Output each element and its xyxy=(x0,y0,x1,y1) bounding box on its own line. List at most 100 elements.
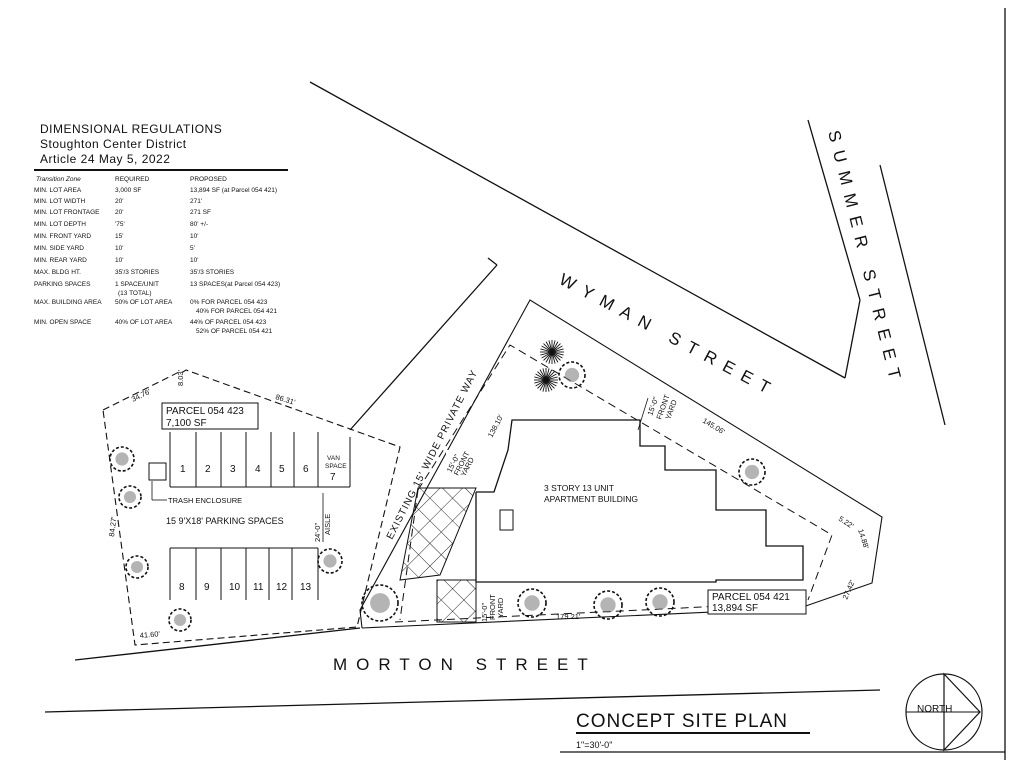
regulations-subtitle: Stoughton Center District xyxy=(40,137,187,151)
regulation-proposed: 13,894 SF (at Parcel 054 421) xyxy=(190,187,277,194)
regulation-required: 1 SPACE/UNIT xyxy=(115,281,159,288)
regulation-proposed: 13 SPACES(at Parcel 054 423) xyxy=(190,281,280,288)
regulation-required: 40% OF LOT AREA xyxy=(115,319,173,326)
regulation-label: MIN. LOT AREA xyxy=(34,187,82,194)
parcel-423-dim-bottom: 41.60' xyxy=(139,629,160,640)
building-label-line1: 3 STORY 13 UNIT xyxy=(544,483,614,493)
tree-icon xyxy=(118,485,142,509)
regulation-label: MIN. OPEN SPACE xyxy=(34,319,92,326)
regulations-header-required: REQUIRED xyxy=(115,176,150,183)
regulation-required: 3,000 SF xyxy=(115,187,141,194)
parcel-421-dim-bottom: 179.21' xyxy=(556,612,581,621)
north-label: NORTH xyxy=(917,704,952,715)
regulation-required: 20' xyxy=(115,198,123,205)
tree-icon xyxy=(738,458,766,486)
regulations-title: DIMENSIONAL REGULATIONS xyxy=(40,122,222,136)
front-yard-bottom-label-2: YARD xyxy=(496,597,505,618)
regulation-label: MAX. BLDG HT. xyxy=(34,269,81,276)
parking-space-number: 9 xyxy=(204,582,210,593)
front-yard-left: 15'-0" FRONT YARD xyxy=(445,449,476,478)
regulation-proposed-2: 52% OF PARCEL 054 421 xyxy=(196,328,273,335)
parking-space-number: 7 xyxy=(330,472,336,483)
parking-space-number: 13 xyxy=(300,582,312,593)
drawing-scale: 1"=30'-0" xyxy=(576,740,612,750)
van-space: VAN SPACE xyxy=(325,455,347,470)
building-label-line2: APARTMENT BUILDING xyxy=(544,494,638,504)
regulation-label: MAX. BUILDING AREA xyxy=(34,299,102,306)
landscape-trees xyxy=(109,340,766,632)
regulation-required: 10' xyxy=(115,257,123,264)
parking-space-number: 2 xyxy=(205,464,211,475)
regulation-required: '75' xyxy=(115,221,125,228)
summer-street-east-line xyxy=(879,164,946,426)
regulation-proposed: 271' xyxy=(190,198,202,205)
regulation-proposed: 5' xyxy=(190,245,195,252)
parking-stalls-top xyxy=(169,432,351,488)
regulation-required: 35'/3 STORIES xyxy=(115,269,160,276)
regulation-label: PARKING SPACES xyxy=(34,281,91,288)
parking-stalls-bottom xyxy=(169,547,319,600)
front-yard-left-bg xyxy=(446,450,468,478)
private-way-west-line xyxy=(349,264,498,431)
concept-site-plan-title: CONCEPT SITE PLAN xyxy=(576,711,788,732)
front-yard-bottom-dim: 15'-0" xyxy=(480,603,489,622)
parking-space-number: 1 xyxy=(180,464,186,475)
parcel-054-421: 3 STORY 13 UNIT APARTMENT BUILDING 15'-0… xyxy=(359,299,883,629)
parking-space-number: 10 xyxy=(229,582,241,593)
shrub-icon xyxy=(534,368,558,392)
parcel-423-label: PARCEL 054 423 xyxy=(166,406,244,417)
regulations-article: Article 24 May 5, 2022 xyxy=(40,152,170,166)
regulation-label: MIN. REAR YARD xyxy=(34,257,87,264)
regulation-proposed: 10' xyxy=(190,233,198,240)
parking-space-numbers-bottom: 8 9 10 11 12 13 xyxy=(179,582,312,593)
regulation-proposed: 80' +/- xyxy=(190,221,208,228)
parcel-421-dim-corner1: 5.22' xyxy=(837,514,856,531)
regulation-label: MIN. LOT WIDTH xyxy=(34,198,85,205)
hatched-access-area-north xyxy=(399,487,477,581)
regulations-header-zone: Transition Zone xyxy=(36,176,81,183)
regulation-label: MIN. FRONT YARD xyxy=(34,233,91,240)
tree-icon xyxy=(109,446,135,472)
regulation-required: 50% OF LOT AREA xyxy=(115,299,173,306)
parking-space-number: 6 xyxy=(303,464,309,475)
trash-enclosure-label: TRASH ENCLOSURE xyxy=(168,496,242,505)
regulation-proposed: 10' xyxy=(190,257,198,264)
tree-icon xyxy=(125,555,149,579)
front-yard-bottom-label: FRONT xyxy=(488,594,497,620)
parcel-423-area: 7,100 SF xyxy=(166,418,207,429)
trash-enclosure xyxy=(148,462,167,481)
tree-icon xyxy=(317,548,343,574)
aisle-label: AISLE xyxy=(323,514,332,535)
parking-space-number: 8 xyxy=(179,582,185,593)
morton-street-north-line-west xyxy=(74,627,361,661)
regulation-label: MIN. LOT FRONTAGE xyxy=(34,209,100,216)
parking-space-number: 12 xyxy=(276,582,288,593)
summer-street-corner-line xyxy=(844,299,861,379)
regulation-required: 10' xyxy=(115,245,123,252)
regulation-label: MIN. SIDE YARD xyxy=(34,245,84,252)
parking-space-number: 3 xyxy=(230,464,236,475)
regulation-proposed: 35'/3 STORIES xyxy=(190,269,235,276)
van-space-label: VAN xyxy=(327,455,340,462)
parking-space-number: 11 xyxy=(253,582,264,593)
tree-icon xyxy=(558,361,586,389)
parcel-421-dim-corner2: 14.88' xyxy=(856,528,871,551)
parking-spaces-label: 15 9'X18' PARKING SPACES xyxy=(166,516,284,526)
morton-street-label: MORTON STREET xyxy=(333,655,597,674)
parcel-421-area: 13,894 SF xyxy=(712,603,758,614)
dimensional-regulations-table: DIMENSIONAL REGULATIONS Stoughton Center… xyxy=(34,122,288,335)
regulations-rows: MIN. LOT AREA 3,000 SF 13,894 SF (at Parce… xyxy=(34,187,280,335)
parcel-421-setback-line xyxy=(417,344,833,601)
apartment-building-footprint xyxy=(475,419,804,583)
parcel-423-dim-corner: 8.03' xyxy=(176,369,185,386)
regulations-header-proposed: PROPOSED xyxy=(190,176,227,183)
regulation-proposed-2: 40% FOR PARCEL 054 421 xyxy=(196,308,277,315)
parcel-421-label: PARCEL 054 421 xyxy=(712,592,790,603)
regulation-proposed: 44% OF PARCEL 054 423 xyxy=(190,319,267,326)
summer-street-west-line xyxy=(807,119,861,301)
parking-space-number: 5 xyxy=(279,464,285,475)
morton-street-south-line xyxy=(44,689,881,713)
regulation-required-2: (13 TOTAL) xyxy=(118,290,152,297)
